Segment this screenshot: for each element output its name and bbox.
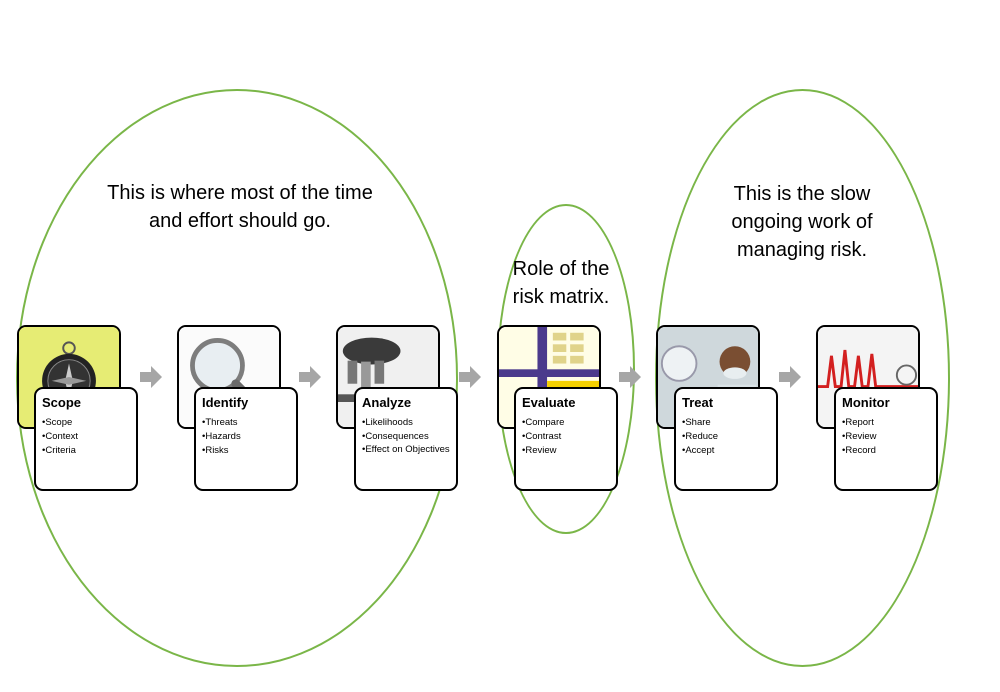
arrow-right-icon (619, 366, 641, 388)
list-item: Report (842, 416, 930, 430)
list-item: Contrast (522, 430, 610, 444)
scope-card: Scope Scope Context Criteria (34, 387, 138, 491)
list-item: Threats (202, 416, 290, 430)
step-title: Analyze (362, 395, 412, 410)
arrow-right-icon (140, 366, 162, 388)
list-item: Reduce (682, 430, 770, 444)
list-item: Scope (42, 416, 130, 430)
note-left: This is where most of the time and effor… (107, 182, 373, 232)
analyze-card: Analyze Likelihoods Consequences Effect … (354, 387, 458, 491)
step-title: Evaluate (522, 395, 576, 410)
list-item: Consequences (362, 430, 450, 444)
treat-card: Treat Share Reduce Accept (674, 387, 778, 491)
list-item: Context (42, 430, 130, 444)
list-item: Review (522, 444, 610, 458)
list-item: Criteria (42, 444, 130, 458)
arrow-right-icon (459, 366, 481, 388)
list-item: Share (682, 416, 770, 430)
list-item: Hazards (202, 430, 290, 444)
list-item: Likelihoods (362, 416, 450, 430)
step-title: Monitor (842, 395, 890, 410)
note-middle: Role of the risk matrix. (512, 258, 610, 308)
evaluate-card: Evaluate Compare Contrast Review (514, 387, 618, 491)
list-item: Record (842, 444, 930, 458)
step-title: Treat (682, 395, 714, 410)
list-item: Risks (202, 444, 290, 458)
identify-card: Identify Threats Hazards Risks (194, 387, 298, 491)
list-item: Effect on Objectives (362, 444, 450, 456)
arrow-right-icon (779, 366, 801, 388)
step-title: Scope (42, 395, 82, 410)
monitor-card: Monitor Report Review Record (834, 387, 938, 491)
note-right: This is the slow ongoing work of managin… (731, 183, 873, 261)
arrow-right-icon (299, 366, 321, 388)
list-item: Review (842, 430, 930, 444)
list-item: Compare (522, 416, 610, 430)
list-item: Accept (682, 444, 770, 458)
step-title: Identify (202, 395, 249, 410)
